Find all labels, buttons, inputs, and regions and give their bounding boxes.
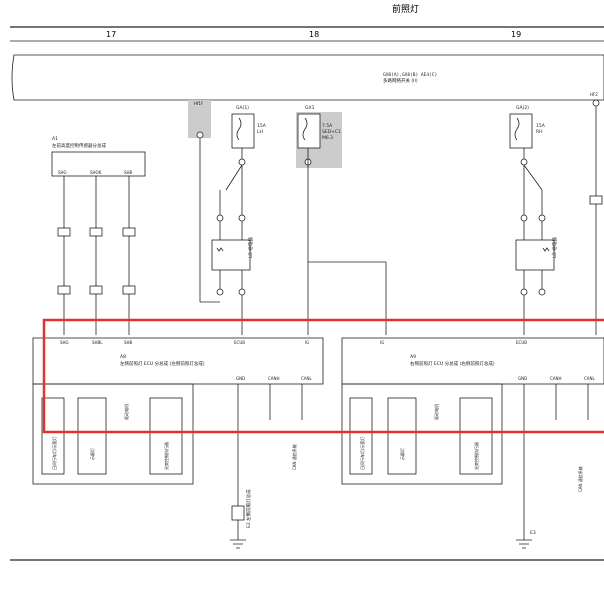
page-title: 前照灯	[392, 5, 420, 15]
right-ecu-code: A9	[410, 354, 416, 360]
fuse-3-amp: 15A	[536, 123, 546, 129]
left-relay-label: LO 继电器	[247, 237, 254, 258]
left-ecu-name: 左侧前照灯 ECU 分总成 (左侧前照灯总成)	[120, 360, 205, 367]
left-ecu-inner	[32, 383, 194, 485]
grid-col-17: 17	[106, 30, 117, 39]
right-relay	[515, 239, 555, 271]
right-comp-4-label: 光束控制执行器	[473, 442, 479, 470]
power-module-line2: 多路网络开关 (II)	[383, 77, 418, 84]
right-comp-1-label: 日间行车灯/示宽灯	[359, 437, 365, 470]
left-comp-1-label: 日间行车灯/示宽灯	[51, 437, 57, 470]
fuse-2-label2: M6.3	[322, 135, 333, 141]
left-comp-1	[41, 397, 65, 475]
right-ecu-pin-5: CANL	[584, 376, 596, 381]
left-sensor-code: A1	[52, 136, 58, 142]
grid-col-19: 19	[511, 30, 522, 39]
left-comp-3-label: 驱动电机	[123, 404, 129, 420]
power-module-line1: GX8(A),GX8(B) AE4(C)	[383, 72, 437, 78]
fuse-3-label: RH	[536, 129, 543, 135]
right-ecu-pin-2: ECUB	[516, 340, 527, 345]
left-comp-2-label: 示廓灯	[89, 448, 95, 460]
left-comp-4	[149, 397, 183, 475]
right-can-label: CAN 通信系统	[577, 466, 583, 492]
left-ground-label: E2 左侧前照灯总成	[245, 489, 252, 528]
left-ecu-box	[32, 337, 324, 385]
right-ecu-pin-3: GND	[518, 376, 527, 381]
right-top-connector	[592, 99, 600, 107]
right-comp-1	[349, 397, 373, 475]
fuse-2	[297, 113, 321, 149]
left-top-connector	[196, 131, 204, 139]
left-ecu-pin-2: SHBL	[92, 340, 103, 345]
right-comp-2-label: 示廓灯	[399, 448, 405, 460]
right-ecu-box	[341, 337, 604, 385]
fuse-3	[509, 113, 533, 149]
left-comp-2	[77, 397, 107, 475]
right-relay-label: LO 继电器	[551, 237, 558, 258]
grid-col-18: 18	[309, 30, 320, 39]
right-ground-label: E3	[530, 530, 536, 536]
left-ecu-pin-4: ECUB	[234, 340, 245, 345]
right-comp-4	[459, 397, 493, 475]
left-ecu-code: A8	[120, 354, 126, 360]
power-module-box	[11, 54, 604, 101]
left-ecu-pin-3: SHB	[124, 340, 133, 345]
highlight-frame	[42, 318, 604, 434]
fuse-1	[231, 113, 255, 149]
sensor-pin-2: SHOK	[90, 170, 102, 175]
right-top-pin-label: HF2	[590, 92, 598, 97]
fuse-1-symbol	[236, 117, 242, 141]
left-sensor-box	[51, 151, 146, 177]
left-top-pin-label: Hf1F	[194, 101, 204, 106]
sensor-pin-1: SHG	[58, 170, 67, 175]
fuse-2-label: SED+C1	[322, 129, 341, 135]
right-ecu-inner	[341, 383, 503, 485]
right-comp-3-label: 驱动电机	[433, 404, 439, 420]
left-ecu-pin-5: IG	[305, 340, 309, 345]
left-relay	[211, 239, 251, 271]
left-ecu-pin-6: GND	[236, 376, 245, 381]
left-pin-highlight	[188, 100, 211, 138]
fuse-1-amp: 15A	[257, 123, 267, 129]
fuse-1-name: GA(1)	[236, 105, 249, 111]
right-ecu-pin-4: CANH	[550, 376, 562, 381]
left-ecu-pin-7: CANH	[268, 376, 280, 381]
right-ecu-pin-1: IG	[380, 340, 384, 345]
left-comp-4-label: 光束控制执行器	[163, 442, 169, 470]
fuse-2-symbol	[302, 117, 308, 141]
left-ecu-pin-1: SHG	[60, 340, 69, 345]
fuse-3-name: GA(2)	[516, 105, 529, 111]
right-ecu-name: 右侧前照灯 ECU 分总成 (右侧前照灯总成)	[410, 360, 495, 367]
fuse-1-label: LH	[257, 129, 263, 135]
fuse-3-symbol	[514, 117, 520, 141]
right-comp-2	[387, 397, 417, 475]
fuse-2-amp: 7.5A	[322, 123, 333, 129]
left-sensor-name: 左前高度控制传感器分总成	[52, 142, 106, 149]
sensor-pin-3: SHB	[124, 170, 133, 175]
left-ecu-pin-8: CANL	[301, 376, 313, 381]
left-can-label: CAN 通信系统	[291, 444, 297, 470]
fuse-2-name: GX1	[305, 105, 315, 111]
